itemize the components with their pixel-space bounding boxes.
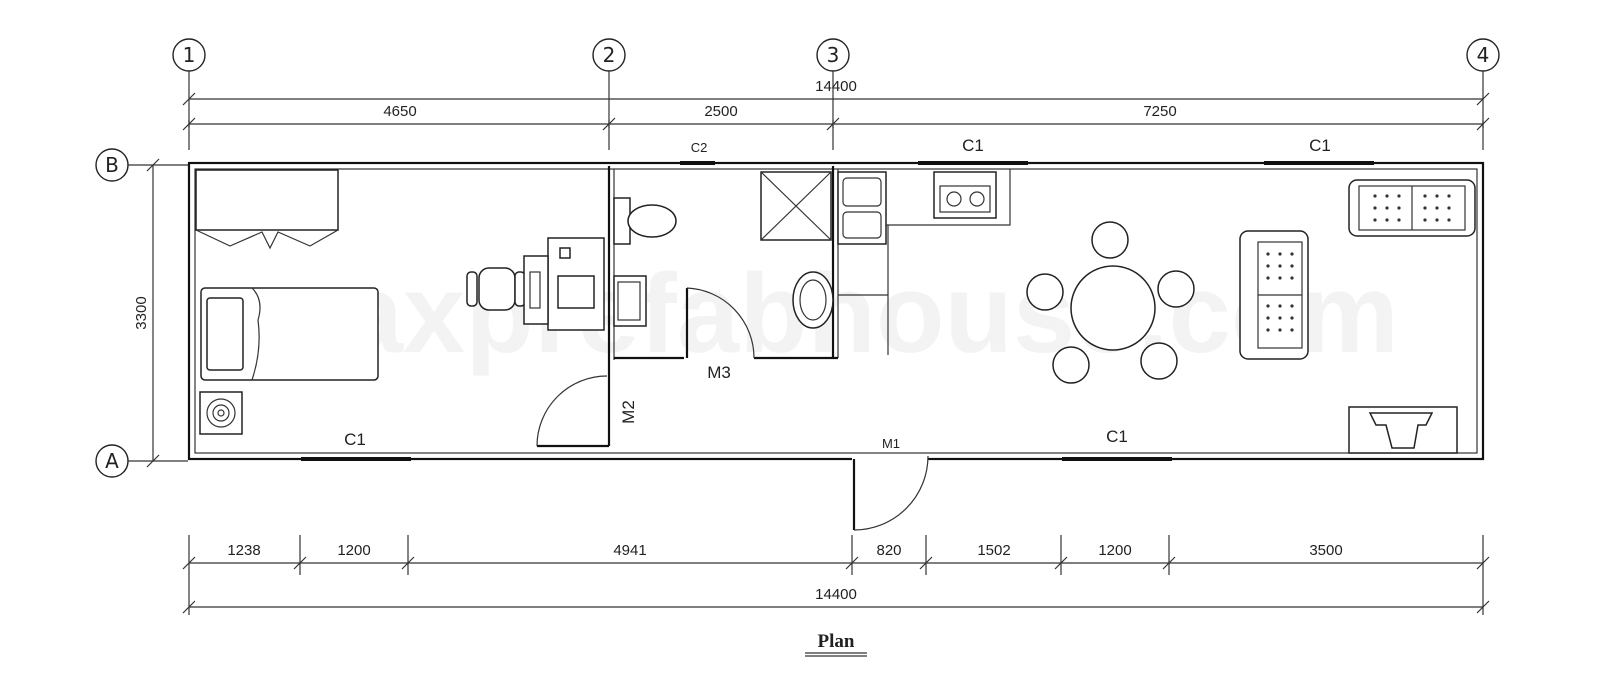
svg-text:2: 2 [603,43,616,67]
bottom-segment-dimensions: 1238 1200 4941 820 1502 1200 3500 [182,535,1490,575]
svg-text:C1: C1 [1106,427,1128,446]
toilet [613,197,677,245]
window-c1-living-bottom: C1 [1062,427,1172,461]
sofa-side [1239,230,1309,360]
grid-row-b: B [95,148,188,182]
wardrobe [195,169,339,250]
cooktop [933,171,997,219]
tv-cabinet [1348,406,1458,454]
bed [200,287,379,381]
dim-bottom-1502: 1502 [977,542,1010,559]
svg-text:A: A [105,449,119,473]
overall-length-bottom: 14400 [815,586,857,603]
air-conditioner [199,391,243,435]
dim-top-7250: 7250 [1143,103,1176,120]
svg-text:M1: M1 [882,436,900,451]
dim-top-2500: 2500 [704,103,737,120]
grid-axis-4: 4 [1466,38,1500,128]
window-c1-living-top: C1 [1264,136,1374,165]
office-chair [466,267,526,311]
door-m1: M1 [852,436,929,531]
window-c1-bedroom: C1 [301,430,411,461]
svg-text:Plan: Plan [818,631,855,652]
svg-text:B: B [105,153,119,177]
svg-text:C1: C1 [962,136,984,155]
grid-axis-1: 1 [172,38,206,128]
dining-table [1070,265,1156,351]
door-m3: M3 [685,287,755,382]
dim-bottom-1200a: 1200 [337,542,370,559]
dim-bottom-820: 820 [876,542,901,559]
dining-chairs [1026,221,1195,384]
window-c1-kitchen: C1 [918,136,1028,165]
plan-title: Plan [805,631,867,657]
svg-text:M2: M2 [619,400,638,424]
top-overall-dimension: 14400 [182,78,1490,106]
shower [760,171,832,241]
washbasin-cabinet [613,275,647,327]
washbasin [792,271,834,329]
svg-text:M3: M3 [707,363,731,382]
svg-text:3: 3 [827,43,840,67]
height-3300: 3300 [133,296,150,329]
svg-text:C1: C1 [1309,136,1331,155]
svg-text:1: 1 [183,43,196,67]
sofa-top [1348,179,1476,237]
height-dimension: 3300 [133,158,160,468]
dim-top-4650: 4650 [383,103,416,120]
door-m2: M2 [536,375,638,447]
dim-bottom-3500: 3500 [1309,542,1342,559]
exterior-walls [187,161,1485,461]
kitchen-counter [838,169,1011,355]
bottom-overall-dimension: 14400 [182,575,1490,615]
kitchen-sink [837,171,887,245]
svg-text:C2: C2 [691,140,708,155]
top-segment-dimensions: 4650 2500 7250 [182,103,1490,150]
window-c2: C2 [680,140,715,165]
svg-text:C1: C1 [344,430,366,449]
dim-bottom-1238: 1238 [227,542,260,559]
overall-length-top: 14400 [815,78,857,95]
desk [523,237,605,331]
svg-text:4: 4 [1477,43,1490,67]
grid-axis-2: 2 [592,38,626,128]
grid-row-a: A [95,444,188,478]
dim-bottom-1200b: 1200 [1098,542,1131,559]
dim-bottom-4941: 4941 [613,542,646,559]
